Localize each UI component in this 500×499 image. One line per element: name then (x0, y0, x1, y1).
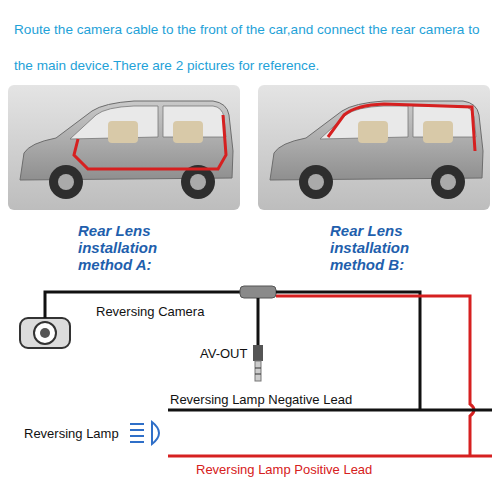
signal-name: AV-OUT (200, 346, 260, 362)
wire-name: Reversing Lamp Positive Lead (196, 462, 436, 478)
av-out-cable (257, 298, 260, 345)
instruction-title: Route the camera cable to the front of t… (14, 12, 492, 84)
cable-connector (240, 286, 276, 298)
reversing-lamp-icon (130, 422, 159, 444)
av-plug (253, 345, 263, 381)
car-photo-a (8, 85, 240, 210)
positive-wire (276, 296, 474, 456)
negative-lead (168, 409, 492, 412)
positive-lead (168, 455, 492, 458)
part-name: Reversing Lamp (24, 426, 134, 442)
wire-name: Reversing Lamp Negative Lead (170, 392, 410, 408)
method-caption: Rear Lens installation method A: (78, 222, 190, 273)
method-caption: Rear Lens installation method B: (330, 222, 442, 273)
part-name: Reversing Camera (96, 304, 236, 320)
reversing-camera-icon (20, 318, 70, 348)
car-photo-b (258, 85, 490, 210)
